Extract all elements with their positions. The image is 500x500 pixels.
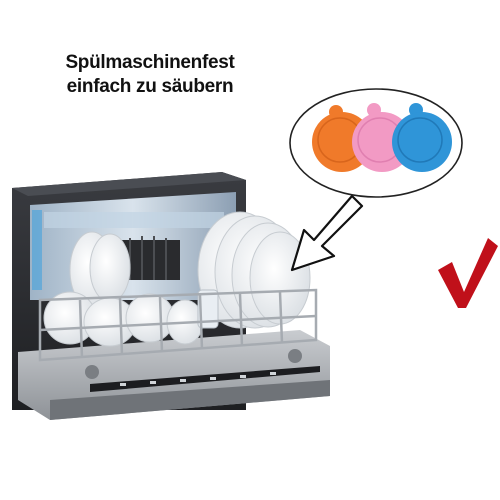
door-edge bbox=[50, 380, 330, 420]
caption-line-1: Spülmaschinenfest bbox=[65, 52, 235, 73]
lids-bubble bbox=[289, 88, 463, 198]
blue-lid-icon bbox=[392, 103, 452, 172]
checkmark-icon bbox=[438, 238, 498, 308]
basket-wheel bbox=[288, 349, 302, 363]
dishwasher-top bbox=[12, 172, 246, 196]
arrow-icon bbox=[290, 194, 364, 272]
basket-wheel bbox=[85, 365, 99, 379]
caption-line-2: einfach zu säubern bbox=[66, 76, 234, 97]
control-panel bbox=[90, 366, 320, 392]
dishwasher bbox=[12, 172, 330, 420]
plates bbox=[69, 211, 311, 329]
interior-light bbox=[44, 212, 224, 228]
wire-basket bbox=[38, 288, 318, 362]
control-buttons bbox=[120, 372, 276, 386]
glass bbox=[197, 289, 219, 329]
interior-blue-light bbox=[32, 210, 42, 290]
